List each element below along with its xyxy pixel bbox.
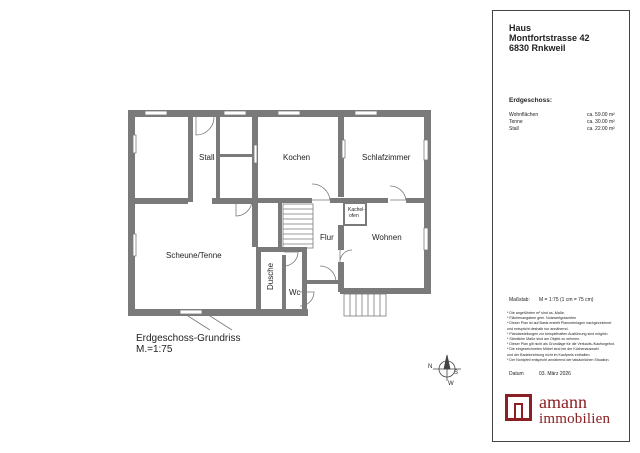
room-label-wohnen: Wohnen — [372, 233, 402, 242]
note-item: und entspricht deshalb nur annähernd. — [507, 326, 569, 331]
address-line-1: Haus — [509, 23, 532, 33]
scale-value: M = 1:75 (1 cm = 75 cm) — [539, 297, 594, 303]
area-value: ca. 59.00 m² — [587, 112, 615, 118]
room-label-stall: Stall — [199, 153, 215, 162]
plan-doors — [187, 116, 407, 331]
note-item: * Dieser Plan gilt nicht als Grundlage f… — [507, 342, 615, 347]
note-item: * Die eingezeichneten Möbel sind bei der… — [507, 347, 599, 352]
room-label-schlafzimmer: Schlafzimmer — [362, 153, 411, 162]
notes-list: * Die angeführten m² sind ca.-Maße. * Fl… — [507, 311, 627, 363]
room-label-dusche: Dusche — [266, 262, 275, 290]
plan-windows — [132, 110, 429, 315]
area-row: Tenne ca. 30.00 m² — [509, 119, 627, 125]
address-line-3: 6830 Rnkweil — [509, 43, 566, 53]
compass-south-label: S — [454, 370, 459, 376]
note-item: * Die angeführten m² sind ca.-Maße. — [507, 311, 565, 315]
plan-stairs — [282, 203, 387, 317]
note-item: * Dieser Plan ist auf Basis erstellt Pla… — [507, 321, 612, 326]
logo-word-immobilien: immobilien — [539, 411, 611, 427]
compass-west-label: W — [448, 381, 454, 387]
room-label-kachelofen-1: Kachel- — [348, 207, 365, 213]
area-label: Stall — [509, 126, 519, 132]
area-value: ca. 30.00 m² — [587, 119, 615, 125]
area-row: Stall ca. 22.00 m² — [509, 126, 627, 132]
note-item: und der Badeinrichtung nicht im Kaufprei… — [507, 352, 591, 357]
compass — [433, 354, 461, 381]
room-label-kachelofen-2: ofen — [349, 213, 359, 219]
address-line-2: Montfortstrasse 42 — [509, 33, 590, 43]
date-label: Datum — [509, 371, 524, 377]
area-row: Wohnflächen ca. 59.00 m² — [509, 112, 627, 118]
logo-mark-icon — [505, 394, 532, 421]
compass-north-label: N — [428, 364, 433, 370]
info-panel: Haus Montfortstrasse 42 6830 Rnkweil Erd… — [492, 10, 630, 442]
room-label-wc: Wc — [289, 288, 301, 297]
plan-caption-scale: M.=1:75 — [136, 344, 173, 355]
note-item: * Sämtliche Maße sind am Objekt zu nehme… — [507, 337, 581, 342]
plan-walls — [128, 110, 431, 316]
date-value: 03. März 2026 — [539, 371, 571, 377]
logo-word-amann: amann — [539, 392, 587, 412]
area-value: ca. 22.00 m² — [587, 126, 615, 132]
scale-label: Maßstab: — [509, 297, 530, 303]
area-label: Wohnflächen — [509, 112, 539, 118]
room-label-kochen: Kochen — [283, 153, 311, 162]
note-item: * Plandarstellungen zur beispielhaften A… — [507, 331, 609, 336]
room-label-flur: Flur — [320, 233, 334, 242]
floor-heading: Erdgeschoss: — [509, 97, 552, 104]
company-logo: amann immobilien — [503, 387, 627, 439]
note-item: * Der Nordpfeil entspricht annähernd der… — [507, 357, 610, 362]
area-label: Tenne — [509, 119, 523, 125]
room-label-scheune-tenne: Scheune/Tenne — [166, 251, 222, 260]
plan-caption-title: Erdgeschoss-Grundriss — [136, 333, 241, 344]
note-item: * Flächenangaben gem. Nutzwertgutachten — [507, 316, 577, 321]
